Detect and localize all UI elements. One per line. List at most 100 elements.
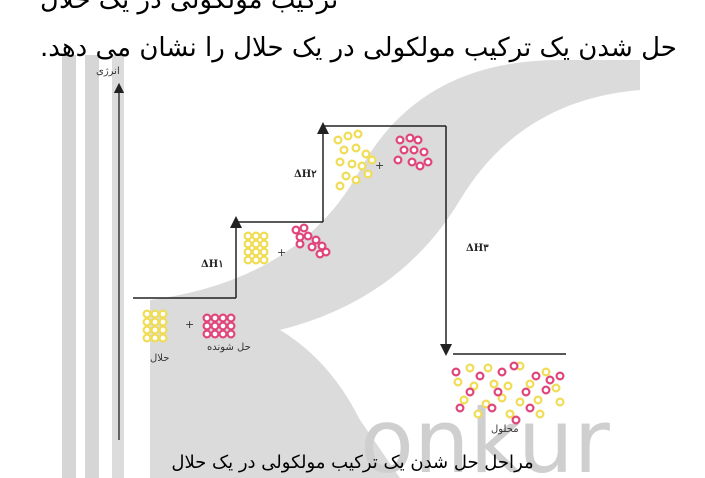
solvent-particle [144,319,151,326]
solvent-label: حلال [150,353,169,364]
solvent-particle [245,257,252,264]
solute-particle [301,225,308,232]
solvent-particle [160,335,167,342]
energy-axis-label: انرژی [96,66,120,77]
solvent-particle [485,365,492,372]
solvent-particle [253,257,260,264]
solvent-particle [261,257,268,264]
solute-particle [204,331,211,338]
solute-particle [409,159,416,166]
solute-particle [407,135,414,142]
solute-particle [523,389,530,396]
solute-particle [421,149,428,156]
solvent-particle [253,241,260,248]
solute-particle [397,137,404,144]
solvent-particle [355,131,362,138]
solute-particle [212,331,219,338]
solute-particle [395,157,402,164]
solute-particle [228,331,235,338]
solvent-particle [353,177,360,184]
solvent-particle [152,319,159,326]
solvent-particle [491,381,498,388]
solute-particle [467,389,474,396]
solvent-particle [505,383,512,390]
solvent-particle [537,411,544,418]
solvent-particle [152,327,159,334]
solvent-particle [345,133,352,140]
solvent-particle [517,399,524,406]
solute-particle [527,405,534,412]
solute-particle [415,137,422,144]
solute-particle [417,163,424,170]
solute-particle [533,373,540,380]
solute-particle [495,389,502,396]
solute-particle [293,227,300,234]
solute-particle [477,373,484,380]
solute-particle [220,315,227,322]
solute-particle [313,237,320,244]
solvent-particle [349,161,356,168]
solute-particle [309,244,316,251]
plus-sign-2: + [277,246,286,259]
solvent-particle [337,159,344,166]
solute-particle [557,373,564,380]
solvent-particle [507,411,514,418]
solute-particle [547,377,554,384]
solvent-particle [557,399,564,406]
solute-particle [425,159,432,166]
solute-particle [323,249,330,256]
solute-particle [305,233,312,240]
solution-label: محلول [491,424,519,435]
solvent-particle [455,379,462,386]
solute-particle [411,147,418,154]
solvent-particle [253,249,260,256]
solvent-particle [341,147,348,154]
solvent-particle [527,381,534,388]
solvent-particle [160,319,167,326]
solute-particle [511,363,518,370]
solute-particle [543,387,550,394]
solute-particle [228,323,235,330]
solvent-particle [160,311,167,318]
solvent-particle [245,233,252,240]
solute-particle [457,405,464,412]
solute-particle [220,331,227,338]
solvent-particle [535,397,542,404]
solvent-particle [152,335,159,342]
solute-particle [204,323,211,330]
solute-particle [220,323,227,330]
solute-particle [204,315,211,322]
solute-particle [401,147,408,154]
plus-sign-1: + [185,318,194,331]
solvent-particle [144,335,151,342]
solvent-particle [475,411,482,418]
solute-label: حل شونده [207,342,251,353]
solvent-particle [261,249,268,256]
solvent-particle [543,369,550,376]
delta-h1-label: ΔH۱ [201,259,224,270]
solute-particle [297,234,304,241]
solvent-particle [467,365,474,372]
plus-sign-3: + [375,159,384,172]
solvent-particle [353,145,360,152]
delta-h3-label: ΔH۳ [466,243,489,254]
solute-particle [297,241,304,248]
delta-h2-label: ΔH۲ [294,169,317,180]
solute-particle [489,405,496,412]
figure-caption: مراحل حل شدن یک ترکیب مولکولی در یک حلال [0,452,705,473]
solvent-particle [245,241,252,248]
solvent-particle [261,241,268,248]
solvent-particle [144,327,151,334]
solvent-particle [363,151,370,158]
solvent-particle [152,311,159,318]
solute-particle [499,369,506,376]
solvent-particle [365,171,372,178]
solute-particle [228,315,235,322]
solute-particle [212,323,219,330]
solute-particle [453,369,460,376]
solvent-particle [160,327,167,334]
solvent-particle [245,249,252,256]
particle-groups [144,131,564,424]
solvent-particle [253,233,260,240]
solvent-particle [553,385,560,392]
